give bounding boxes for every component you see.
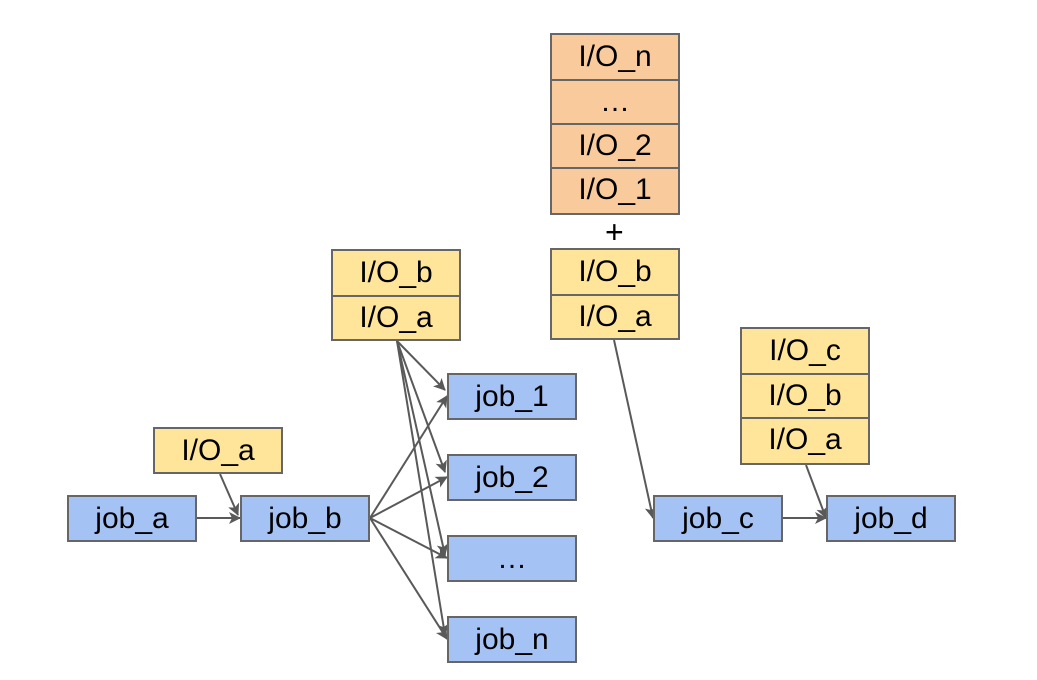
io-cell: I/O_b [578, 255, 652, 288]
io-cell: I/O_a [552, 294, 678, 338]
edge-input_parallel-to-job_2 [396, 340, 447, 473]
edge-input_parallel-to-job_n [396, 340, 450, 636]
job-c-label: job_c [682, 501, 754, 535]
io-cell: I/O_a [333, 295, 459, 339]
job-b-node: job_b [240, 495, 370, 542]
io-cell: I/O_a [742, 417, 868, 461]
io-cell: I/O_1 [552, 167, 678, 211]
job-n-node: job_n [447, 616, 577, 663]
edge-input_job_c-to-job_c [613, 339, 657, 519]
job-a-node: job_a [67, 495, 197, 542]
job-d-label: job_d [854, 501, 928, 535]
job-n-label: job_n [475, 622, 549, 656]
io-stack-parallel: I/O_b I/O_a [331, 249, 461, 341]
io-stack-job-c-extra: I/O_n … I/O_2 I/O_1 [550, 33, 680, 215]
edge-job_b-to-job_n [369, 517, 448, 640]
io-cell: I/O_b [742, 373, 868, 417]
io-stack-job-b: I/O_a [153, 427, 283, 474]
io-stack-job-c: I/O_b I/O_a [550, 248, 680, 340]
edge-input_job_d-to-job_d [805, 464, 828, 519]
edge-job_b-to-job_2 [369, 476, 448, 519]
edge-input_job_b-to-job_b [219, 473, 240, 516]
job-1-label: job_1 [475, 379, 549, 413]
job-c-node: job_c [653, 495, 783, 542]
io-cell: I/O_n [578, 40, 652, 73]
io-cell: I/O_c [769, 334, 841, 367]
job-ellipsis-label: … [497, 541, 527, 575]
edge-input_parallel-to-job_1 [396, 340, 446, 391]
io-stack-job-d: I/O_c I/O_b I/O_a [740, 327, 870, 465]
edge-job_b-to-job_1 [369, 395, 448, 519]
job-d-node: job_d [826, 495, 956, 542]
plus-sign: + [605, 214, 624, 250]
job-b-label: job_b [268, 501, 342, 535]
io-cell: I/O_b [359, 256, 433, 289]
job-2-node: job_2 [447, 454, 577, 501]
job-1-node: job_1 [447, 373, 577, 420]
edge-input_parallel-to-job_ellipsis [396, 340, 449, 556]
io-cell: I/O_a [181, 433, 255, 467]
job-a-label: job_a [95, 501, 169, 535]
job-ellipsis-node: … [447, 535, 577, 582]
edge-job_b-to-job_ellipsis [369, 517, 448, 559]
io-cell: … [552, 79, 678, 123]
job-2-label: job_2 [475, 460, 549, 494]
io-cell: I/O_2 [552, 123, 678, 167]
